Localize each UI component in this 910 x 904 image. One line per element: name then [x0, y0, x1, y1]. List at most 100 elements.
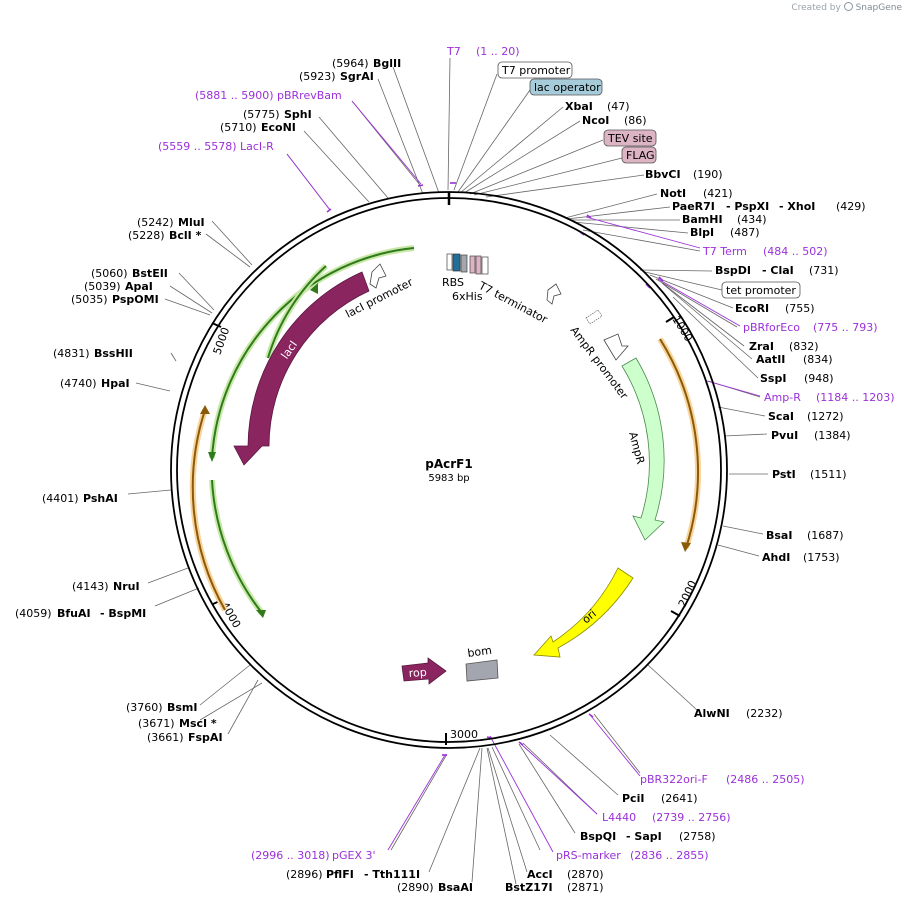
- ampr-feature: [621, 357, 665, 541]
- sspi-label[interactable]: SspI: [760, 372, 786, 385]
- orf-green-arcs: [208, 245, 415, 618]
- blpi-label[interactable]: BlpI: [690, 226, 714, 239]
- bsshii-pos: (4831): [53, 347, 90, 360]
- bspqi-label[interactable]: BspQI: [580, 830, 616, 843]
- bsmi-label[interactable]: BsmI: [167, 701, 198, 714]
- sgrai-label[interactable]: SgrAI: [340, 70, 374, 83]
- flag-box[interactable]: [621, 146, 657, 164]
- xbai-label[interactable]: XbaI: [565, 100, 593, 113]
- pcii-label[interactable]: PciI: [622, 792, 644, 805]
- pbrforeco-label[interactable]: pBRforEco: [743, 321, 800, 334]
- tev-site-box[interactable]: [603, 129, 657, 147]
- l4440-label[interactable]: L4440: [602, 811, 636, 824]
- t7-term-label[interactable]: T7 Term: [702, 245, 747, 258]
- sphi-label[interactable]: SphI: [284, 108, 312, 121]
- scai-label[interactable]: ScaI: [768, 410, 794, 423]
- bsmi-pos: (3760): [126, 701, 163, 714]
- t7-label[interactable]: T7: [446, 45, 461, 58]
- pspomi-pos: (5035): [71, 293, 108, 306]
- pshai-label[interactable]: PshAI: [83, 492, 118, 505]
- xhoi-label[interactable]: - XhoI: [779, 200, 815, 213]
- bom-label: bom: [467, 644, 493, 660]
- mlui-label[interactable]: MluI: [178, 216, 205, 229]
- top-small-features: [446, 253, 489, 275]
- tth111i-label[interactable]: - Tth111I: [364, 868, 420, 881]
- prs-marker-label[interactable]: pRS-marker: [556, 849, 621, 862]
- ahdi-label[interactable]: AhdI: [762, 551, 790, 564]
- credit-brand: SnapGene: [855, 3, 902, 13]
- paer7i-label[interactable]: PaeR7I: [672, 200, 715, 213]
- pbr322ori-range: (2486 .. 2505): [726, 773, 805, 786]
- pspxi-label[interactable]: - PspXI: [726, 200, 769, 213]
- nrui-label[interactable]: NruI: [113, 580, 140, 593]
- bstz17i-label[interactable]: BstZ17I: [505, 881, 553, 894]
- apai-label[interactable]: ApaI: [125, 280, 153, 293]
- primer-leaders: [286, 100, 761, 853]
- pbrrevbam-label[interactable]: pBRrevBam: [277, 89, 342, 102]
- pbr322ori-label[interactable]: pBR322ori-F: [640, 773, 708, 786]
- bspmi-label[interactable]: - BspMI: [100, 607, 146, 620]
- leader-lines: [127, 57, 768, 885]
- fspai-pos: (3661): [147, 731, 184, 744]
- econi-label[interactable]: EcoNI: [261, 121, 296, 134]
- sphi-pos: (5775): [243, 108, 280, 121]
- l4440-range: (2739 .. 2756): [652, 811, 731, 824]
- bsaai-pos: (2890): [397, 881, 434, 894]
- credit-text: Created by: [791, 3, 841, 13]
- psti-pos: (1511): [810, 468, 847, 481]
- hpai-label[interactable]: HpaI: [101, 377, 130, 390]
- laci-r-range: (5559 .. 5578): [158, 140, 237, 153]
- plasmid-name: pAcrF1: [425, 457, 472, 471]
- tick-5000: 5000: [211, 326, 233, 357]
- t7-promoter-box[interactable]: [497, 61, 573, 79]
- pflfi-label[interactable]: PflFI: [326, 868, 354, 881]
- tev-site-label: TEV site: [607, 132, 653, 145]
- ampr-primer-label[interactable]: Amp-R: [764, 391, 801, 404]
- alwni-label[interactable]: AlwNI: [694, 707, 730, 720]
- aatii-label[interactable]: AatII: [756, 353, 785, 366]
- pbrforeco-range: (775 .. 793): [813, 321, 878, 334]
- msci-label[interactable]: MscI *: [179, 717, 217, 730]
- noti-label[interactable]: NotI: [660, 187, 686, 200]
- ncoi-label[interactable]: NcoI: [582, 114, 609, 127]
- primer-marks: [326, 182, 709, 756]
- sgrai-pos: (5923): [299, 70, 336, 83]
- bsai-label[interactable]: BsaI: [766, 529, 792, 542]
- zrai-label[interactable]: ZraI: [749, 340, 774, 353]
- mlui-pos: (5242): [137, 216, 174, 229]
- bsaai-label[interactable]: BsaAI: [438, 881, 473, 894]
- ecori-label[interactable]: EcoRI: [735, 302, 769, 315]
- pgex3-label[interactable]: pGEX 3': [332, 849, 376, 862]
- bspdi-label[interactable]: BspDI: [715, 264, 751, 277]
- bglii-label[interactable]: BglII: [373, 57, 401, 70]
- laci-r-label[interactable]: LacI-R: [240, 140, 274, 153]
- acci-label[interactable]: AccI: [527, 868, 553, 881]
- bamhi-label[interactable]: BamHI: [682, 213, 723, 226]
- bcli-label[interactable]: BclI *: [169, 229, 202, 242]
- nrui-pos: (4143): [72, 580, 109, 593]
- rop-feature: [401, 657, 447, 685]
- clai-label[interactable]: - ClaI: [762, 264, 794, 277]
- pbrrevbam-range: (5881 .. 5900): [195, 89, 274, 102]
- ahdi-pos: (1753): [803, 551, 840, 564]
- bbvci-label[interactable]: BbvCI: [645, 168, 681, 181]
- pspomi-label[interactable]: PspOMI: [112, 293, 159, 306]
- psti-label[interactable]: PstI: [772, 468, 796, 481]
- noti-pos: (421): [703, 187, 733, 200]
- bsteii-label[interactable]: BstEII: [132, 267, 168, 280]
- bsteii-pos: (5060): [91, 267, 128, 280]
- zrai-pos: (832): [789, 340, 819, 353]
- ampr-promoter-arrow: [603, 333, 629, 361]
- bsai-pos: (1687): [807, 529, 844, 542]
- tick-2000: 2000: [676, 578, 700, 609]
- bcli-pos: (5228): [128, 229, 165, 242]
- lac-operator-box[interactable]: [529, 78, 603, 96]
- sapi-label[interactable]: - SapI: [626, 830, 662, 843]
- tet-promoter-box[interactable]: [721, 281, 801, 299]
- plasmid-size: 5983 bp: [428, 473, 469, 484]
- bsshii-label[interactable]: BssHII: [94, 347, 133, 360]
- fspai-label[interactable]: FspAI: [188, 731, 223, 744]
- pvui-label[interactable]: PvuI: [771, 429, 798, 442]
- bfuai-label[interactable]: BfuAI: [57, 607, 91, 620]
- aatii-pos: (834): [803, 353, 833, 366]
